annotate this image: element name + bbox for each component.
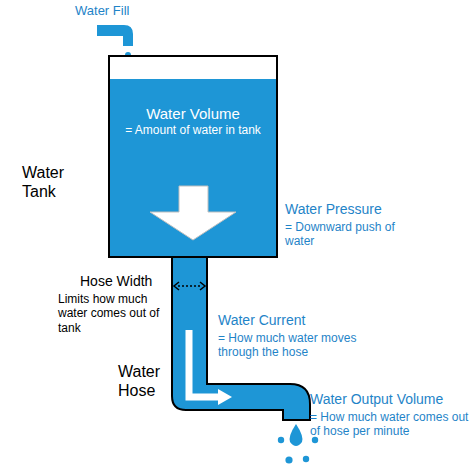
pressure-label: Water Pressure [285,201,435,218]
pressure-note: = Downward push of water [285,220,413,249]
output-note: = How much water comes out of hose per m… [310,410,470,439]
fill-faucet [97,25,133,46]
width-dimension [178,285,201,287]
current-label: Water Current [218,312,368,329]
water-drop [278,437,284,443]
tank-label: Water Tank [22,163,78,201]
output-label: Water Output Volume [310,391,472,408]
node-body: = Amount of water in tank [125,123,261,138]
width-label: Hose Width [80,273,180,290]
width-note: Limits how much water comes out of tank [58,292,173,335]
width-arrow-head [200,282,205,290]
water-tank: Water Volume= Amount of water in tank [108,55,278,258]
node-heading: Water Volume [146,105,240,123]
hose-label: Water Hose [118,362,170,400]
fill-label: Water Fill [75,3,195,19]
current-arrow [189,330,219,397]
width-arrow-head [174,282,179,290]
current-note: = How much water moves through the hose [218,331,378,360]
water-drop [285,456,292,463]
water-drop [290,424,303,446]
current-arrow-head [218,389,232,405]
water-drop [303,456,309,462]
